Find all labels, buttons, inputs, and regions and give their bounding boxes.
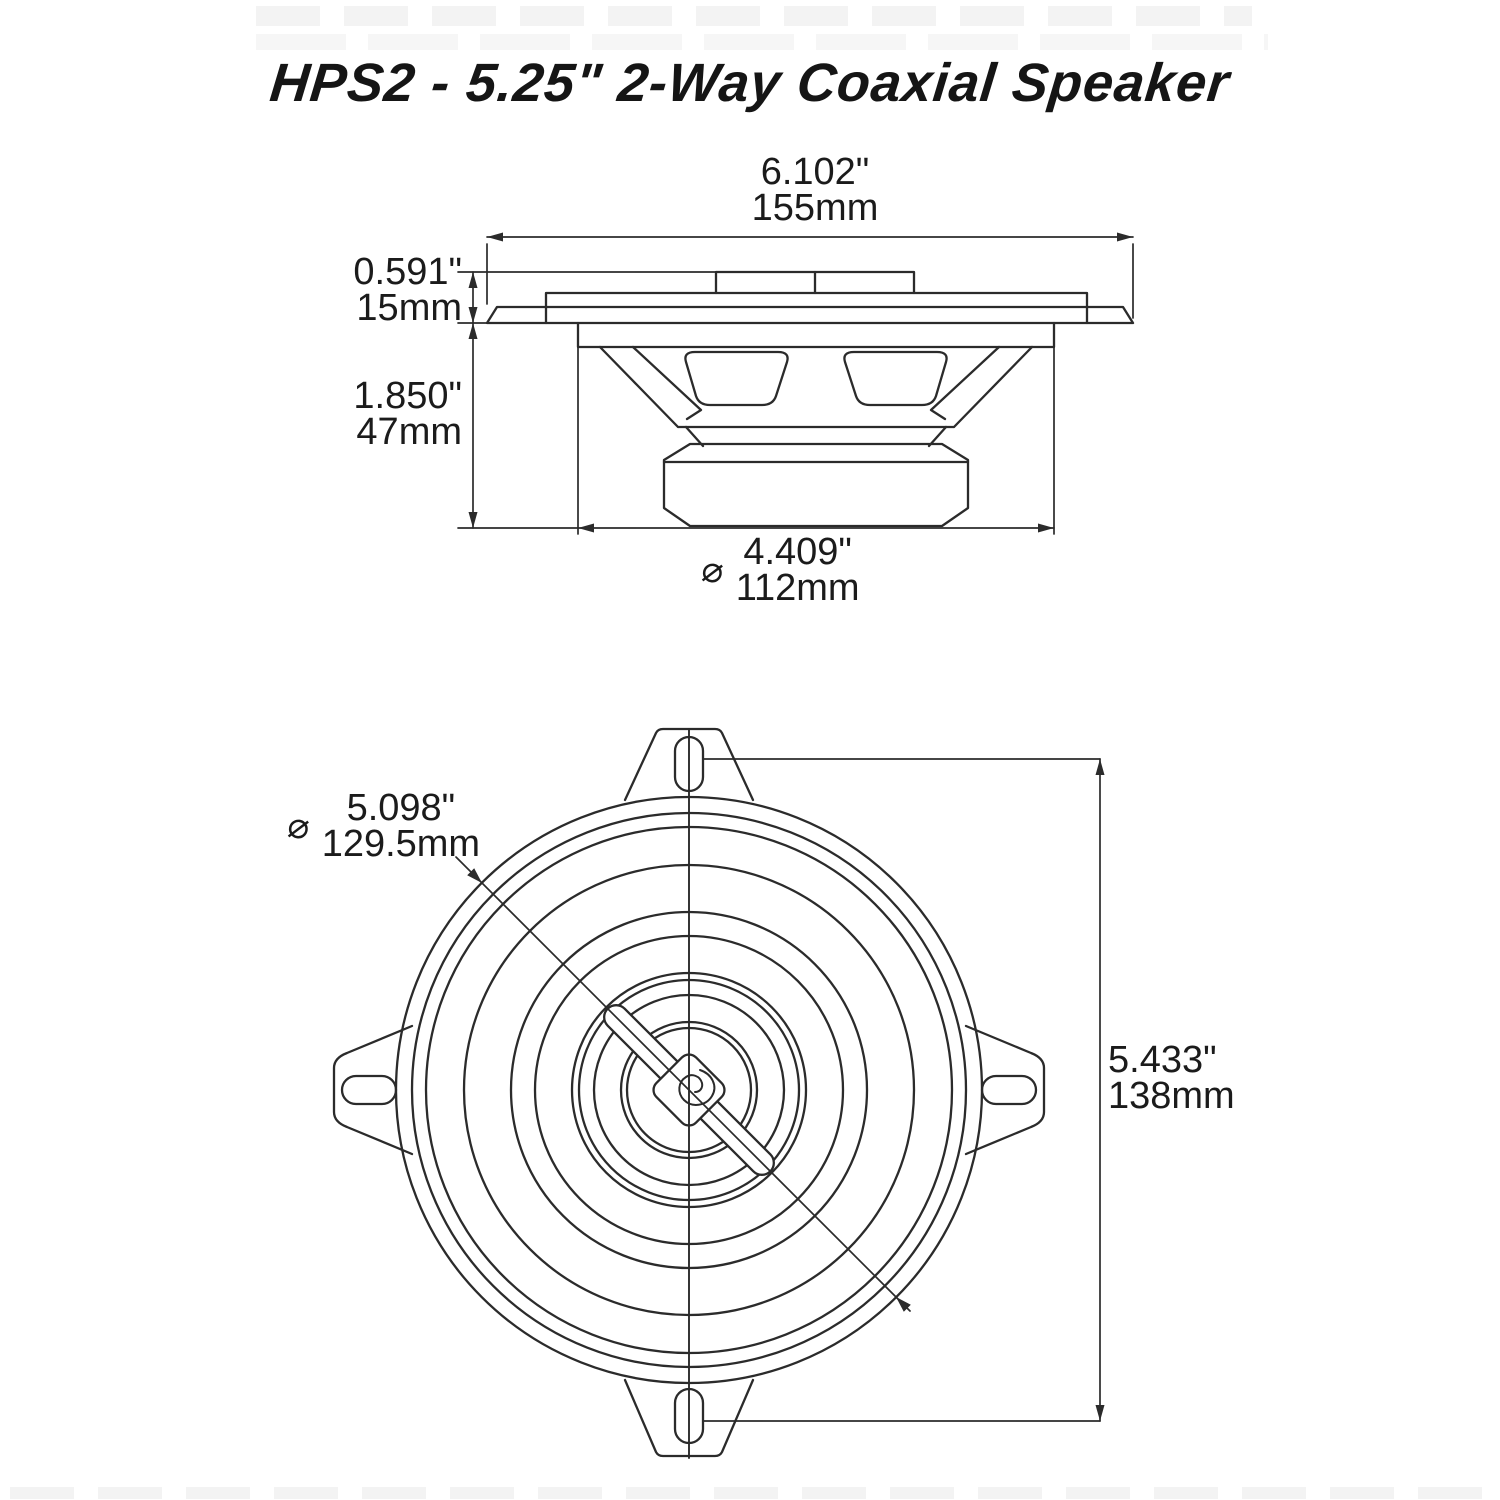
dim-cutout-diameter-label: ⌀ 5.098" 129.5mm (285, 787, 481, 865)
dim-depth-inches: 1.850" (353, 375, 462, 417)
dim-width-label: 6.102" 155mm (660, 151, 970, 229)
front-view-dimensions (455, 758, 1101, 1422)
dim-depth-mm: 47mm (356, 411, 462, 453)
side-view-dimension-arrows (468, 232, 1133, 533)
dim-flange-height-label: 0.591" 15mm (316, 251, 462, 329)
side-view-drawing (485, 270, 1135, 528)
dim-height-inches: 5.433" (1108, 1039, 1217, 1081)
dim-mounting-depth-label: 1.850" 47mm (316, 375, 462, 453)
dim-magnet-inches: 4.409" (743, 531, 852, 573)
tweeter-center-curl (678, 1069, 716, 1106)
dim-cutout-mm: 129.5mm (321, 823, 481, 865)
dim-overall-height-label: 5.433" 138mm (1108, 1039, 1235, 1117)
front-view-dimension-arrows (467, 759, 1105, 1421)
diameter-symbol: ⌀ (699, 547, 727, 592)
dim-magnet-diameter-label: ⌀ 4.409" 112mm (699, 531, 860, 609)
dim-width-inches: 6.102" (760, 151, 870, 193)
diameter-symbol: ⌀ (285, 803, 313, 848)
dim-flange-inches: 0.591" (353, 251, 462, 293)
dim-cutout-inches: 5.098" (346, 787, 456, 829)
mounting-slot-left (340, 1074, 398, 1106)
dim-width-mm: 155mm (751, 187, 879, 229)
dim-height-mm: 138mm (1108, 1075, 1235, 1117)
diagonal-diameter-line (455, 856, 911, 1312)
mounting-slot-right (980, 1074, 1038, 1106)
side-view-dimensions (457, 236, 1134, 535)
dim-flange-mm: 15mm (356, 287, 462, 329)
dim-magnet-mm: 112mm (735, 567, 860, 609)
